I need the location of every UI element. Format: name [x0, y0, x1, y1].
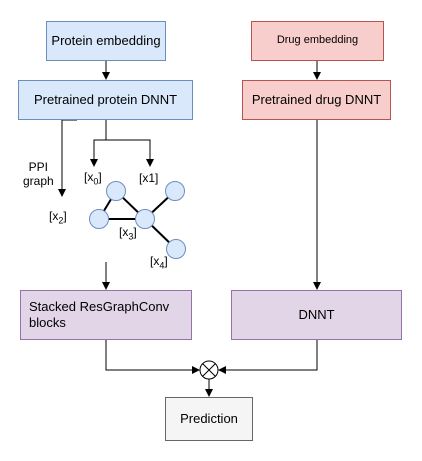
arrow-pretrained-to-x0: [90, 120, 107, 167]
drug-embedding-label: Drug embedding: [276, 34, 359, 47]
node-label-x0-sub: 0: [93, 176, 99, 187]
ppi-label-line1: PPI: [28, 160, 49, 174]
multiply-operator-icon: [199, 360, 219, 380]
node-label-x3-name: x: [122, 225, 129, 239]
node-label-x2-name: x: [52, 209, 59, 223]
graph-node-x0: [106, 181, 126, 201]
protein-embedding-label: Protein embedding: [51, 33, 161, 49]
node-label-x3-sub: 3: [128, 231, 134, 242]
arrow-dnnt-to-multiply: [218, 340, 318, 374]
stacked-resgraphconv-label-line1: Stacked ResGraphConv: [29, 299, 170, 315]
drug-embedding-box: Drug embedding: [251, 21, 384, 61]
node-label-x2: [x2]: [49, 209, 67, 226]
protein-embedding-box: Protein embedding: [46, 21, 166, 61]
stacked-resgraphconv-label-line2: blocks: [29, 315, 66, 330]
node-label-x2-sub: 2: [58, 215, 64, 226]
dnnt-label: DNNT: [298, 307, 335, 323]
prediction-box: Prediction: [165, 397, 253, 441]
node-label-x4: [x4]: [150, 254, 168, 271]
arrow-pretrained-to-x1: [106, 139, 154, 167]
node-label-x1: [x1]: [139, 171, 159, 185]
arrow-pretrained-to-x2: [58, 119, 77, 197]
pretrained-protein-dnnt-label: Pretrained protein DNNT: [33, 92, 178, 108]
pretrained-drug-dnnt-label: Pretrained drug DNNT: [251, 92, 382, 108]
pretrained-drug-dnnt-box: Pretrained drug DNNT: [242, 80, 391, 120]
ppi-label-line2: graph: [23, 173, 54, 188]
ppi-graph-label: PPI graph: [23, 160, 54, 189]
dnnt-box: DNNT: [231, 290, 402, 340]
node-label-x0: [x0]: [84, 170, 102, 187]
node-label-x4-name: x: [153, 254, 160, 268]
stacked-resgraphconv-box: Stacked ResGraphConv blocks: [20, 290, 192, 340]
arrow-stacked-to-multiply: [105, 340, 200, 374]
node-label-x1-name: x1: [142, 171, 156, 185]
graph-node-x3: [135, 209, 155, 229]
node-label-x3: [x3]: [119, 225, 137, 242]
graph-node-x1: [165, 181, 185, 201]
prediction-label: Prediction: [180, 411, 238, 427]
graph-node-x4: [166, 239, 186, 259]
graph-node-x2: [89, 209, 109, 229]
pretrained-protein-dnnt-box: Pretrained protein DNNT: [18, 80, 193, 120]
node-label-x4-sub: 4: [159, 260, 165, 271]
node-label-x0-name: x: [87, 170, 94, 184]
